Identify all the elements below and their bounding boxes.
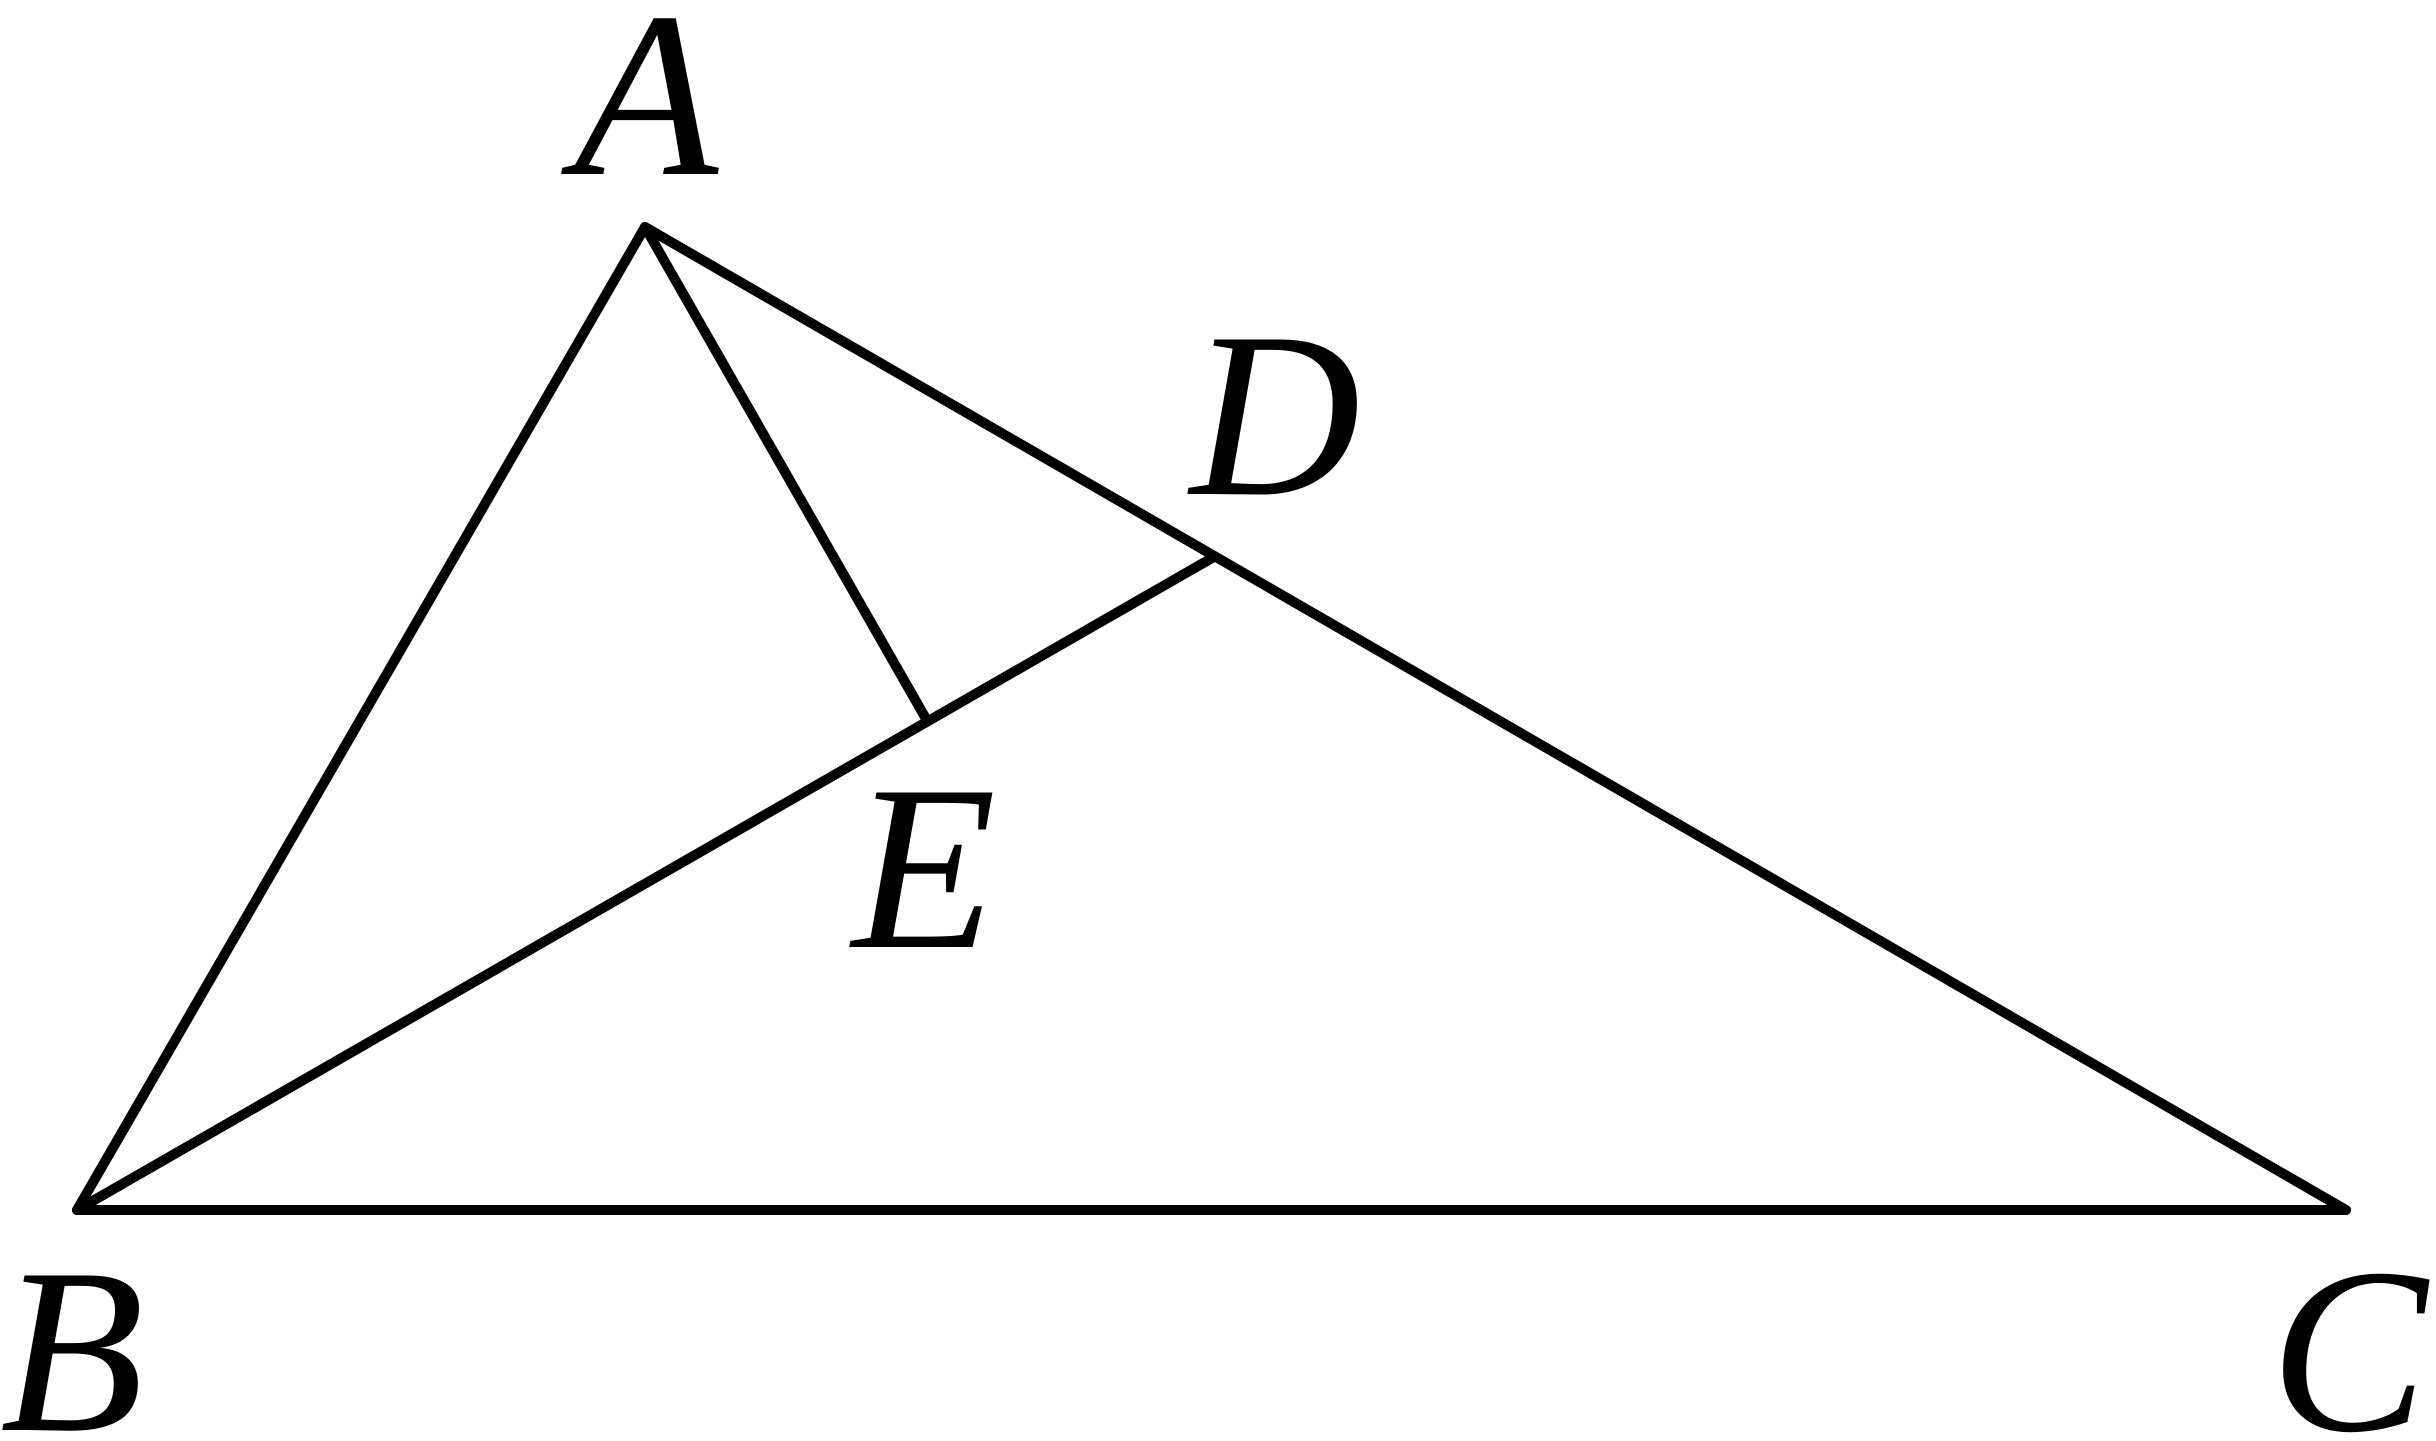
segment-AE xyxy=(640,222,930,722)
segment-AC xyxy=(640,222,2351,1215)
label-B: B xyxy=(0,1221,144,1441)
label-E: E xyxy=(849,738,996,999)
segment-BD xyxy=(72,553,1217,1215)
label-D: D xyxy=(1187,285,1360,546)
label-C: C xyxy=(2270,1221,2430,1441)
segment-AB xyxy=(72,222,650,1215)
label-A: A xyxy=(561,0,719,226)
